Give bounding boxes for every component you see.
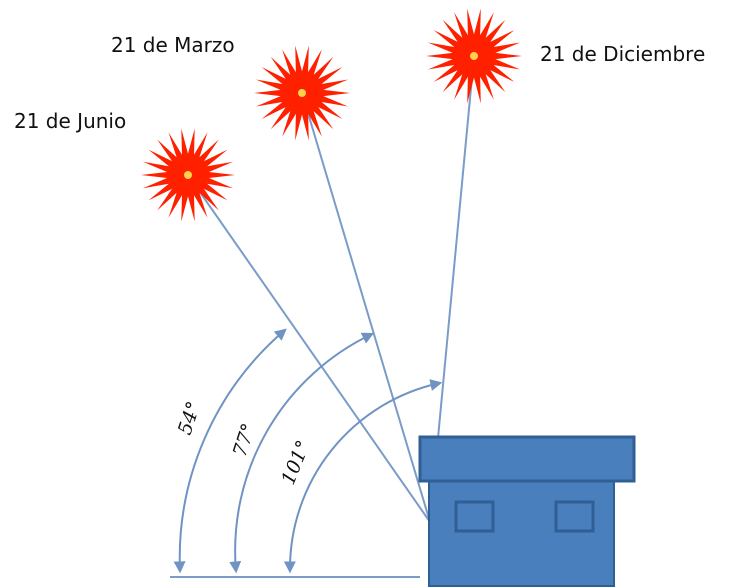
building-window-left bbox=[454, 500, 495, 533]
building-roof bbox=[418, 435, 636, 483]
sun-label-diciembre: 21 de Diciembre bbox=[540, 42, 705, 66]
building bbox=[418, 435, 636, 587]
sun-marzo-icon bbox=[254, 45, 350, 141]
sun-junio-icon bbox=[141, 128, 235, 222]
arc-77 bbox=[229, 332, 375, 574]
sun-label-junio: 21 de Junio bbox=[14, 109, 126, 133]
ray-junio bbox=[187, 174, 431, 523]
sun-diciembre-icon bbox=[426, 8, 522, 104]
sun-core bbox=[184, 171, 192, 179]
sun-label-marzo: 21 de Marzo bbox=[111, 33, 235, 57]
building-window-right bbox=[554, 500, 595, 533]
sun-core bbox=[470, 52, 478, 60]
arc-101 bbox=[283, 379, 443, 574]
angle-label-101: 101° bbox=[277, 437, 315, 488]
angle-label-54: 54° bbox=[174, 399, 205, 438]
sun-core bbox=[298, 89, 306, 97]
ray-marzo bbox=[301, 92, 431, 523]
ray-diciembre bbox=[437, 55, 475, 439]
